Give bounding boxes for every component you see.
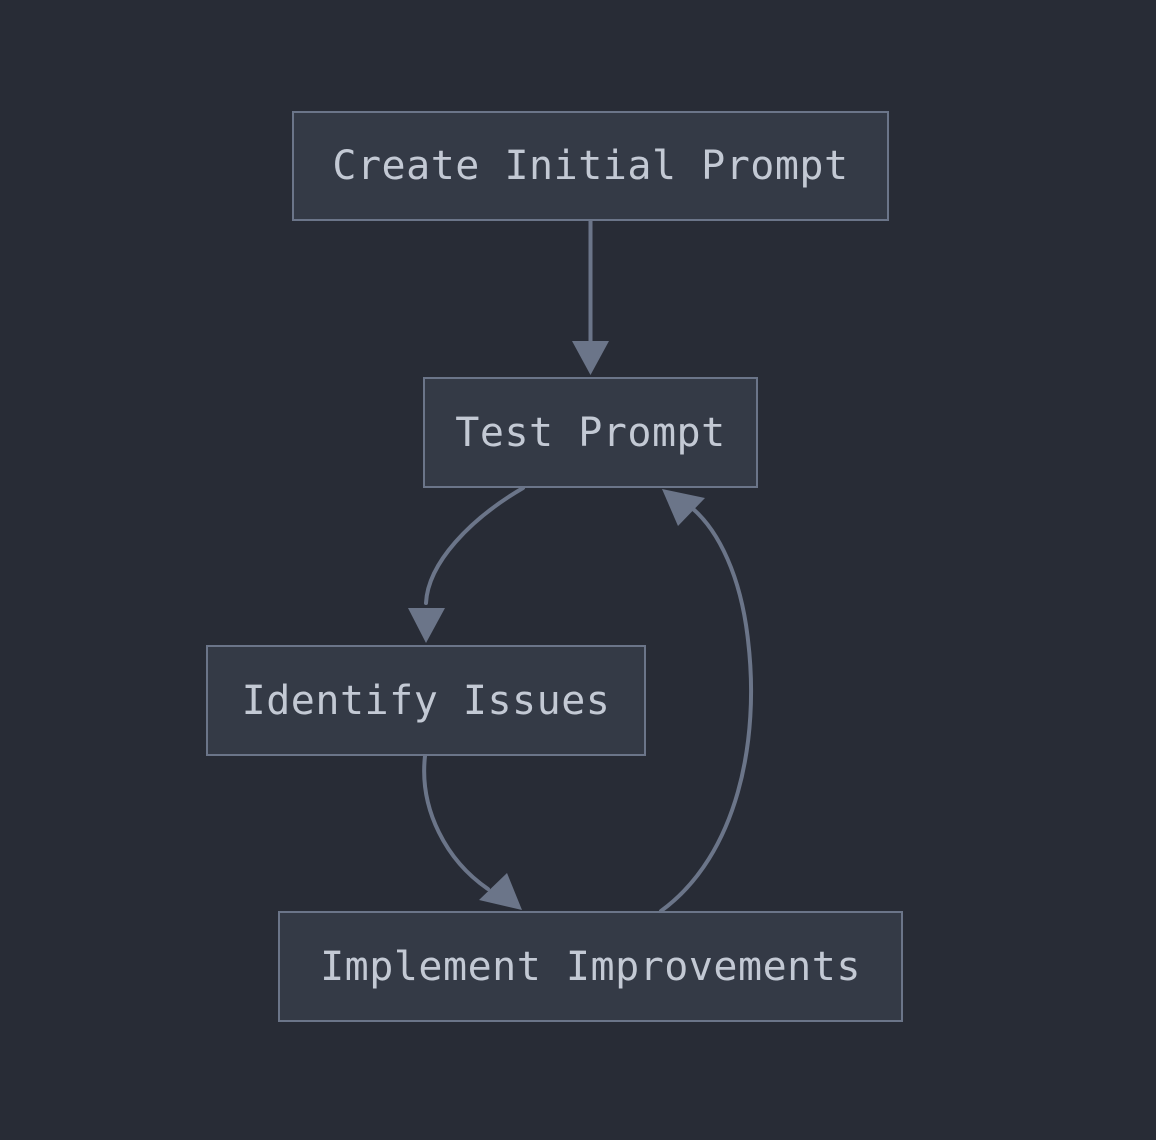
- edge-implement-to-test: [659, 489, 754, 913]
- edge-identify-to-implement: [422, 754, 522, 910]
- arrowhead-icon: [572, 341, 609, 375]
- edge-test-to-identify: [408, 486, 525, 643]
- node-identify-issues[interactable]: Identify Issues: [206, 645, 646, 756]
- edge-create-to-test: [572, 221, 609, 375]
- arrowhead-icon: [408, 608, 445, 643]
- node-label: Create Initial Prompt: [332, 143, 849, 189]
- node-label: Implement Improvements: [320, 943, 861, 990]
- arrowhead-icon: [479, 873, 522, 910]
- node-implement-improvements[interactable]: Implement Improvements: [278, 911, 903, 1022]
- node-create-initial-prompt[interactable]: Create Initial Prompt: [292, 111, 889, 221]
- node-label: Identify Issues: [241, 677, 611, 724]
- node-test-prompt[interactable]: Test Prompt: [423, 377, 758, 488]
- node-label: Test Prompt: [455, 409, 726, 456]
- arrowhead-icon: [662, 489, 705, 526]
